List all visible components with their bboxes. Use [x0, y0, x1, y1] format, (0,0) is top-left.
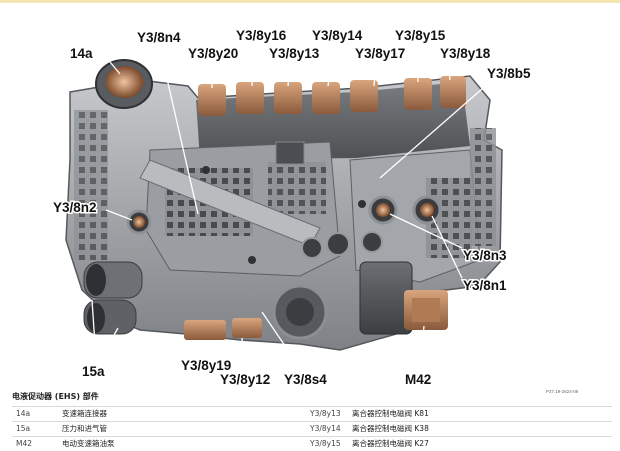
- legend-title: 电液促动器 (EHS) 部件: [12, 392, 99, 401]
- label-y3-8y14: Y3/8y14: [312, 28, 363, 43]
- label-y3-8y19: Y3/8y19: [181, 358, 231, 373]
- component-labels: 14a Y3/8n4 Y3/8y20 Y3/8y16 Y3/8y13 Y3/8y…: [52, 27, 533, 389]
- label-y3-8y13: Y3/8y13: [269, 46, 320, 61]
- label-y3-8n1: Y3/8n1: [463, 278, 507, 293]
- component-legend: 电液促动器 (EHS) 部件 14a 变速箱连接器 Y3/8y13 离合器控制电…: [12, 391, 612, 451]
- top-color-band: [0, 0, 620, 3]
- legend-row: 15a 压力和进气管 Y3/8y14 离合器控制电磁阀 K38: [12, 421, 612, 436]
- label-y3-8y17: Y3/8y17: [355, 46, 405, 61]
- legend-code: Y3/8y14: [310, 424, 341, 433]
- legend-description: 压力和进气管: [62, 424, 107, 433]
- leader-lines: [91, 43, 491, 371]
- legend-code: 15a: [16, 424, 31, 433]
- label-y3-8s4: Y3/8s4: [284, 372, 327, 387]
- legend-code: Y3/8y13: [310, 409, 341, 418]
- figure-reference: P27.19-2624-06: [546, 389, 579, 394]
- label-14a: 14a: [70, 46, 93, 61]
- label-15a: 15a: [82, 364, 105, 379]
- legend-code: Y3/8y15: [310, 439, 341, 448]
- electric-oil-pump-m42: [359, 261, 448, 335]
- legend-row: 14a 变速箱连接器 Y3/8y13 离合器控制电磁阀 K81: [12, 406, 612, 421]
- legend-row: M42 电动变速箱油泵 Y3/8y15 离合器控制电磁阀 K27: [12, 436, 612, 451]
- speed-sensors: [126, 195, 442, 235]
- legend-description: 电动变速箱油泵: [62, 439, 115, 448]
- valve-body-diagram: 14a Y3/8n4 Y3/8y20 Y3/8y16 Y3/8y13 Y3/8y…: [52, 27, 533, 389]
- legend-description: 离合器控制电磁阀 K81: [352, 409, 429, 418]
- label-y3-8n4: Y3/8n4: [137, 30, 181, 45]
- legend-description: 离合器控制电磁阀 K38: [352, 424, 429, 433]
- label-y3-8y18: Y3/8y18: [440, 46, 491, 61]
- pressure-intake-pipes-15a: [83, 261, 143, 335]
- label-y3-8n3: Y3/8n3: [463, 248, 507, 263]
- legend-code: 14a: [16, 409, 31, 418]
- legend-description: 离合器控制电磁阀 K27: [352, 439, 429, 448]
- label-y3-8y20: Y3/8y20: [188, 46, 238, 61]
- solenoid-valve-row: [184, 76, 466, 340]
- label-y3-8b5: Y3/8b5: [487, 66, 531, 81]
- legend-code: M42: [16, 439, 33, 448]
- transmission-connector-14a: [95, 59, 153, 109]
- label-y3-8y15: Y3/8y15: [395, 28, 446, 43]
- label-y3-8y16: Y3/8y16: [236, 28, 287, 43]
- label-y3-8n2: Y3/8n2: [53, 200, 97, 215]
- label-y3-8y12: Y3/8y12: [220, 372, 270, 387]
- label-m42: M42: [405, 372, 431, 387]
- legend-description: 变速箱连接器: [62, 409, 107, 418]
